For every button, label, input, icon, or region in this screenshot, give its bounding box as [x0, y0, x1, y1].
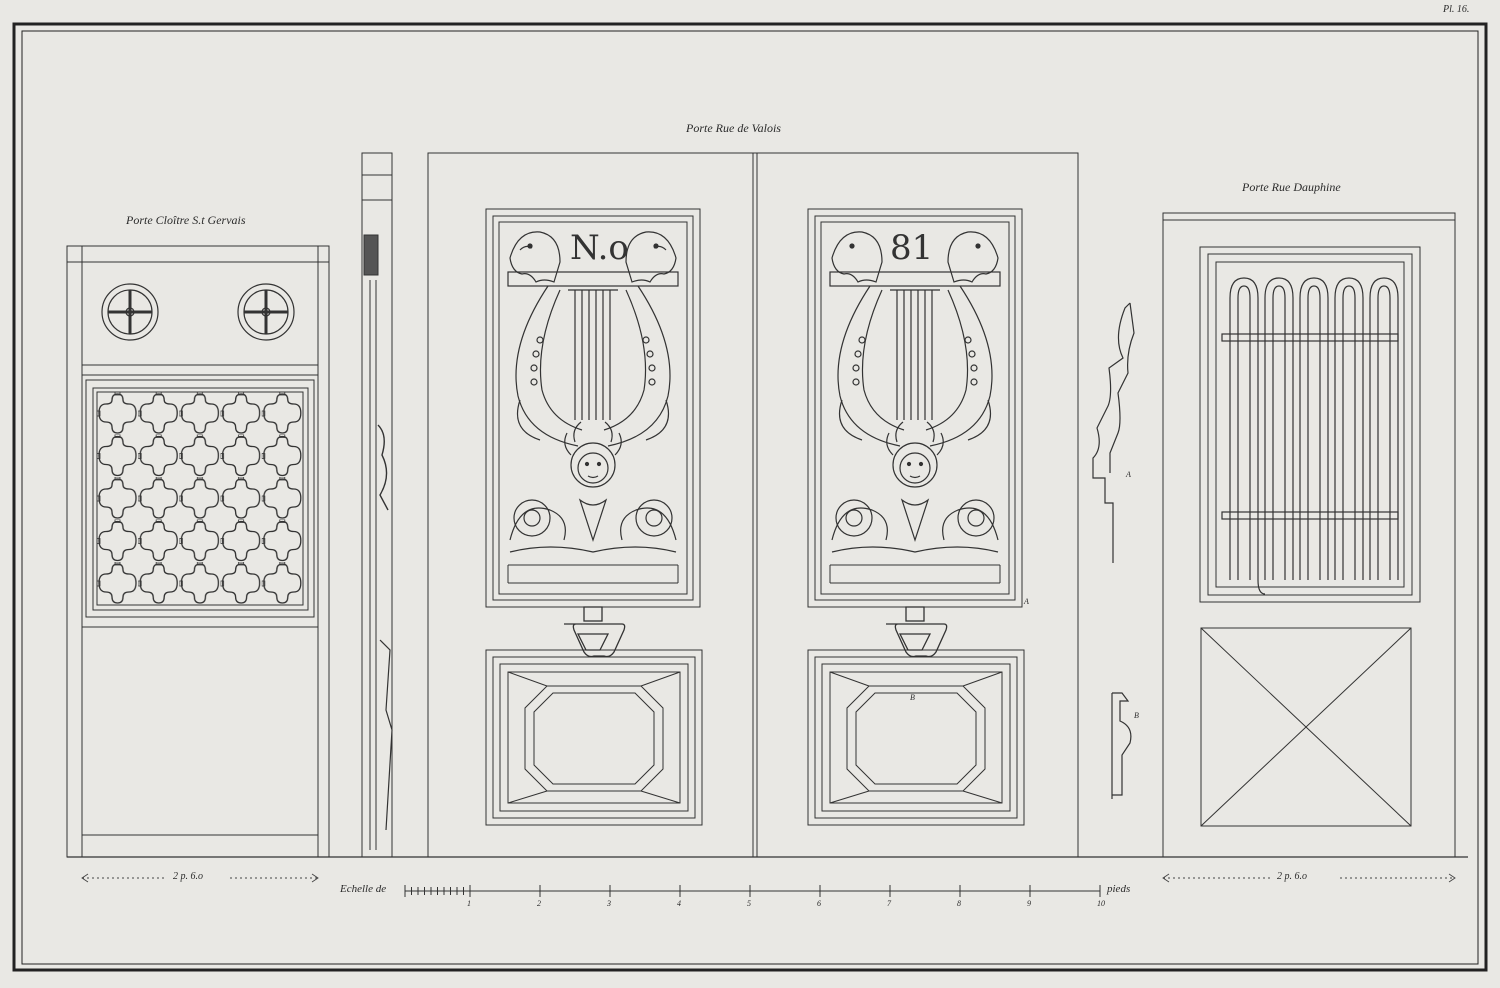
scale-tick-label: 3: [607, 899, 611, 908]
medusa-mask-icon: [886, 421, 944, 488]
title-dauphine: Porte Rue Dauphine: [1242, 180, 1341, 194]
door-knocker-icon: [564, 606, 626, 658]
door-dauphine: [1162, 212, 1456, 858]
rosette-icon: [509, 499, 566, 541]
eagle-head-icon: [947, 231, 999, 283]
lyre-icon: [837, 285, 993, 447]
rosette-icon: [620, 499, 677, 541]
scale-tick-label: 4: [677, 899, 681, 908]
marker-b-panel: B: [910, 693, 915, 702]
scale-prefix: Echelle de: [340, 883, 387, 895]
eagle-head-icon: [625, 231, 677, 283]
lower-panel-left: [485, 649, 703, 826]
door-valois: [427, 152, 1079, 858]
plate-number: Pl. 16.: [1443, 4, 1470, 15]
door-cloitre: [66, 245, 330, 858]
door-number-left: N.o: [570, 228, 629, 268]
rosette-icon: [831, 499, 888, 541]
grille-bars: [1221, 277, 1399, 595]
scale-bar: [404, 885, 1101, 897]
lower-panel-right: [807, 649, 1025, 826]
marker-b-profile: B: [1134, 711, 1139, 720]
moulding-profile-b: [1111, 692, 1132, 799]
scale-tick-label: 5: [747, 899, 751, 908]
scale-tick-label: 8: [957, 899, 961, 908]
dimension-right: 2 p. 6.o: [1277, 871, 1307, 882]
marker-a-profile: A: [1126, 470, 1131, 479]
scale-ticks: [404, 885, 1101, 897]
door-section-profile: [361, 152, 393, 858]
scale-tick-label: 10: [1097, 899, 1105, 908]
wheel-cross-icon: [101, 283, 159, 341]
eagle-head-icon: [831, 231, 883, 283]
scale-tick-label: 1: [467, 899, 471, 908]
scale-tick-label: 2: [537, 899, 541, 908]
scale-tick-label: 6: [817, 899, 821, 908]
medusa-mask-icon: [564, 421, 622, 488]
eagle-head-icon: [509, 231, 561, 283]
lyre-ornament-left: [507, 231, 679, 553]
scale-tick-label: 9: [1027, 899, 1031, 908]
door-number-right: 81: [890, 228, 934, 268]
dimension-left: 2 p. 6.o: [173, 871, 203, 882]
dimension-lines: [81, 873, 1456, 883]
wheel-cross-icon: [237, 283, 295, 341]
scale-suffix: pieds: [1107, 883, 1131, 895]
title-valois: Porte Rue de Valois: [686, 121, 781, 135]
door-knocker-icon: [886, 606, 948, 658]
title-cloitre: Porte Cloître S.t Gervais: [126, 213, 246, 227]
marker-a-panel: A: [1024, 597, 1029, 606]
lyre-icon: [515, 285, 671, 447]
lyre-ornament-right: [829, 231, 1001, 553]
scale-tick-label: 7: [887, 899, 891, 908]
rosette-icon: [942, 499, 999, 541]
plate-frame: [12, 22, 1488, 972]
moulding-profile-a: [1092, 302, 1135, 563]
